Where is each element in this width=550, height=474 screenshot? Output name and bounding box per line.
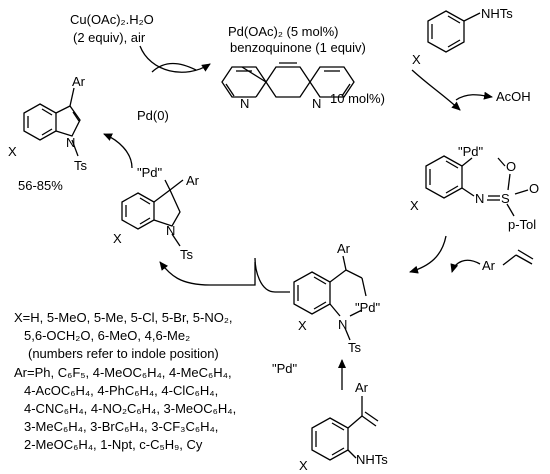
palladacycle-x: X xyxy=(410,198,419,213)
phenanthroline-ligand xyxy=(221,62,355,98)
pd-addition-label: "Pd" xyxy=(272,361,298,376)
ligand-loading-label: 10 mol%) xyxy=(330,91,385,106)
benzoquinone-label: benzoquinone (1 equiv) xyxy=(230,40,366,55)
ar-scope-line: 4-CNC₆H₄, 4-NO₂C₆H₄, 3-MeOC₆H₄, xyxy=(24,401,236,416)
indoline-pd: "Pd" xyxy=(137,165,163,180)
alkyl-ar: Ar xyxy=(337,241,351,256)
x-scope-line: 5,6-OCH₂O, 6-MeO, 4,6-Me₂ xyxy=(24,328,190,343)
alkyl-ts: Ts xyxy=(348,340,362,355)
alkyl-pd: "Pd" xyxy=(355,300,381,315)
indole-product xyxy=(23,87,81,157)
styrene-reagent xyxy=(502,249,534,266)
alkyl-x: X xyxy=(298,318,307,333)
palladacycle-o: O xyxy=(506,159,516,174)
indole-ts: Ts xyxy=(74,158,88,173)
pd0-label: Pd(0) xyxy=(137,108,169,123)
substrate-scope: X=H, 5-MeO, 5-Me, 5-Cl, 5-Br, 5-NO₂, 5,6… xyxy=(14,310,236,452)
aniline-nhts: NHTs xyxy=(481,6,513,21)
indoline-ts: Ts xyxy=(180,247,194,262)
palladacycle-o2: O xyxy=(529,181,539,196)
precursor-ar: Ar xyxy=(355,380,369,395)
x-scope-note: (numbers refer to indole position) xyxy=(28,346,219,361)
indoline-n: N xyxy=(166,223,175,238)
alkyl-n: N xyxy=(338,317,347,332)
ar-scope-line: 2-MeOC₆H₄, 1-Npt, c-C₅H₉, Cy xyxy=(24,437,203,452)
indoline-ar: Ar xyxy=(186,173,200,188)
ar-scope-line: 4-AcOC₆H₄, 4-PhC₆H₄, 4-ClC₆H₄, xyxy=(24,383,218,398)
palladacycle-ptol: p-Tol xyxy=(508,217,536,232)
x-scope-line: X=H, 5-MeO, 5-Me, 5-Cl, 5-Br, 5-NO₂, xyxy=(14,310,233,325)
ligand-n-right: N xyxy=(312,96,321,111)
precursor-x: X xyxy=(299,458,308,473)
acoh-label: AcOH xyxy=(496,89,531,104)
ar-scope-line: 3-MeC₆H₄, 3-BrC₆H₄, 3-CF₃C₆H₄, xyxy=(24,419,218,434)
indole-x: X xyxy=(8,144,17,159)
palladacycle-s: S xyxy=(501,191,510,206)
aniline-reagent xyxy=(427,10,481,53)
ligand-n-left: N xyxy=(240,96,249,111)
palladacycle-intermediate xyxy=(425,155,529,217)
indole-n: N xyxy=(66,135,75,150)
indole-ar: Ar xyxy=(72,74,86,89)
cu-reagent-label: Cu(OAc)₂.H₂O xyxy=(70,12,154,27)
indoline-pd-intermediate xyxy=(121,179,184,247)
palladacycle-n: N xyxy=(475,191,484,206)
yield-label: 56-85% xyxy=(18,178,63,193)
cu-reagent-conditions: (2 equiv), air xyxy=(73,30,146,45)
indoline-x: X xyxy=(113,231,122,246)
ar-scope-line: Ar=Ph, C₆F₅, 4-MeOC₆H₄, 4-MeC₆H₄, xyxy=(14,365,232,380)
alkyl-pd-intermediate xyxy=(293,255,367,341)
styrene-ar: Ar xyxy=(482,258,496,273)
palladacycle-pd: "Pd" xyxy=(458,144,484,159)
reaction-arrows xyxy=(103,45,493,390)
precursor-nhts: NHTs xyxy=(356,452,388,467)
pd-catalyst-label: Pd(OAc)₂ (5 mol%) xyxy=(228,24,339,39)
vinylaniline-precursor xyxy=(311,396,379,461)
aniline-x: X xyxy=(412,52,421,67)
